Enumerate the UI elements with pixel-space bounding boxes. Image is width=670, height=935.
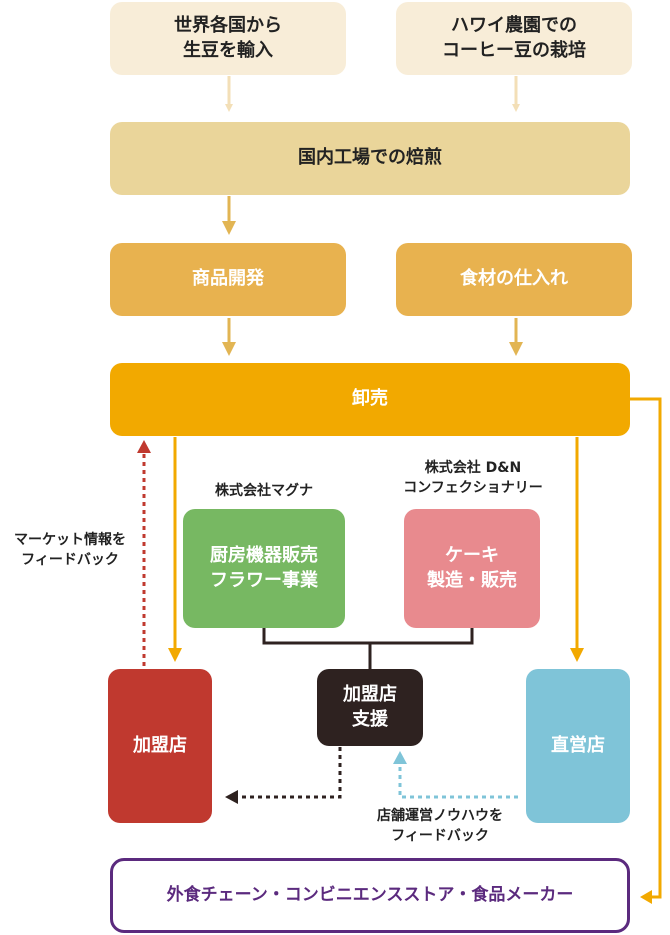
arrow-head-support	[225, 790, 238, 804]
arrow-store-feedback	[398, 764, 518, 799]
magna-company-label: 株式会社マグナ	[215, 483, 313, 499]
hawaii-farm-line2: コーヒー豆の栽培	[442, 39, 586, 61]
store-feedback-label: 店舗運営ノウハウを フィードバック	[350, 806, 530, 847]
customers-box: 外食チェーン・コンビニエンスストア・食品メーカー	[110, 858, 630, 933]
market-feedback-line2: フィードバック	[21, 552, 119, 569]
arrow-head-market-feedback	[137, 440, 151, 453]
store-feedback-line1: 店舗運営ノウハウを	[377, 808, 503, 824]
cake-line1: ケーキ	[445, 545, 499, 567]
dn-company-line1: 株式会社 D&N	[424, 460, 522, 476]
hawaii-farm-line1: ハワイ農園での	[451, 15, 577, 37]
arrow-head-customers	[640, 890, 652, 904]
franchise-support-box: 加盟店 支援	[317, 669, 423, 746]
procurement-label: 食材の仕入れ	[460, 268, 568, 290]
store-feedback-line2: フィードバック	[391, 828, 489, 845]
kitchen-flower-line1: 厨房機器販売	[210, 545, 318, 567]
procurement-box: 食材の仕入れ	[396, 243, 632, 316]
roasting-box: 国内工場での焙煎	[110, 122, 630, 195]
franchise-support-line1: 加盟店	[343, 684, 397, 706]
franchise-label: 加盟店	[133, 734, 187, 756]
import-beans-line1: 世界各国から	[174, 15, 282, 37]
franchise-box: 加盟店	[108, 669, 212, 823]
dn-company-line2: コンフェクショナリー	[403, 480, 543, 497]
arrow-support-to-franchise	[240, 747, 342, 799]
arrow-wholesale-to-customers	[629, 397, 662, 899]
import-beans-box: 世界各国から 生豆を輸入	[110, 2, 346, 75]
market-feedback-label: マーケット情報を フィードバック	[0, 530, 140, 571]
direct-store-box: 直営店	[526, 669, 630, 823]
import-beans-line2: 生豆を輸入	[183, 39, 273, 61]
roasting-label: 国内工場での焙煎	[298, 147, 442, 169]
cake-line2: 製造・販売	[427, 569, 517, 591]
product-dev-box: 商品開発	[110, 243, 346, 316]
kitchen-flower-box: 厨房機器販売 フラワー事業	[183, 509, 345, 628]
direct-store-label: 直営店	[551, 734, 605, 756]
wholesale-box: 卸売	[110, 363, 630, 436]
franchise-support-line2: 支援	[352, 708, 388, 730]
arrow-head-store-feedback	[393, 751, 407, 764]
kitchen-flower-line2: フラワー事業	[210, 569, 318, 591]
market-feedback-line1: マーケット情報を	[14, 532, 126, 548]
cake-box: ケーキ 製造・販売	[404, 509, 540, 628]
customers-label: 外食チェーン・コンビニエンスストア・食品メーカー	[166, 885, 574, 906]
connector-subsidiaries-to-support	[262, 628, 474, 645]
hawaii-farm-box: ハワイ農園での コーヒー豆の栽培	[396, 2, 632, 75]
product-dev-label: 商品開発	[192, 268, 264, 290]
wholesale-label: 卸売	[352, 388, 388, 410]
dn-company-label: 株式会社 D&N コンフェクショナリー	[380, 458, 566, 499]
